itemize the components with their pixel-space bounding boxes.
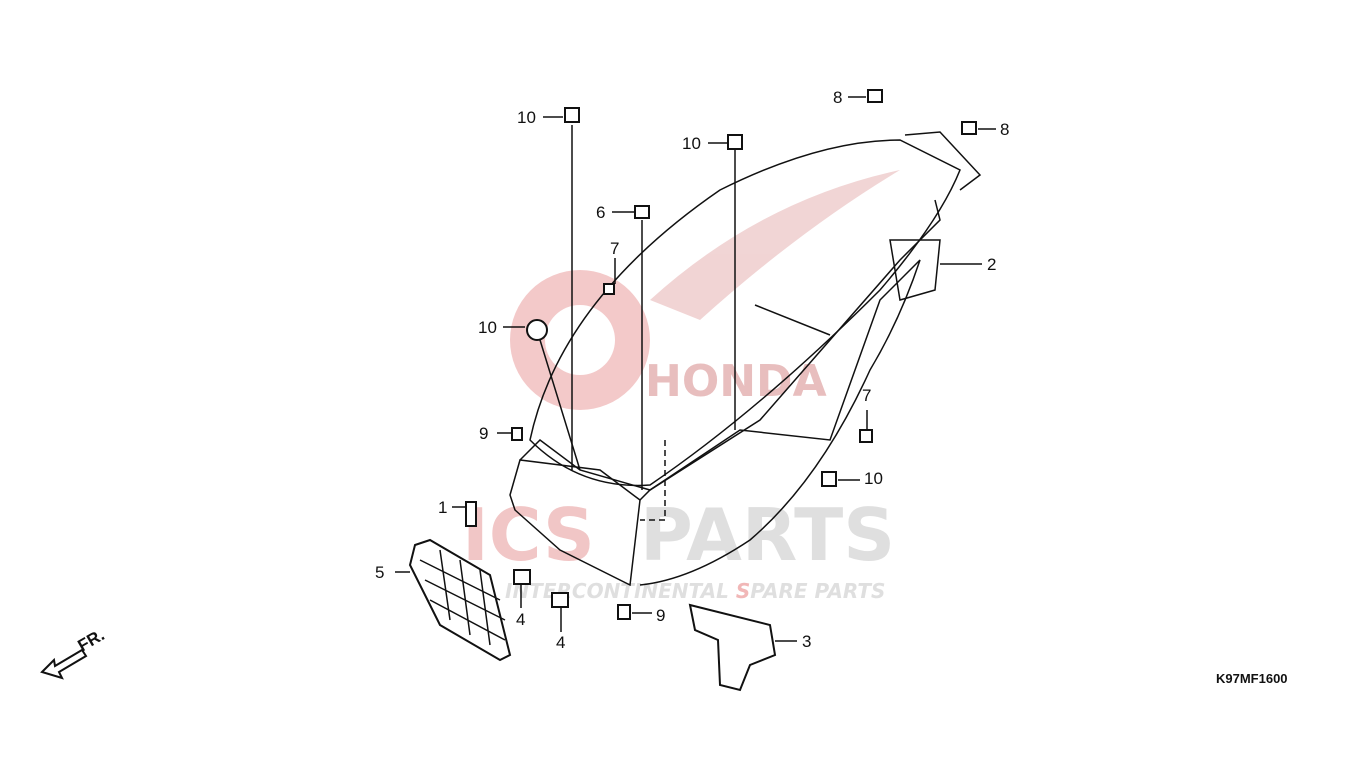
callout-label[interactable]: 4 — [516, 610, 525, 629]
callout-label[interactable]: 8 — [1000, 120, 1009, 139]
spring-nut-icon — [617, 604, 631, 620]
watermark-name-left: ICS — [462, 493, 595, 577]
callout-label[interactable]: 1 — [438, 498, 447, 517]
callout-label[interactable]: 2 — [987, 255, 996, 274]
callout-labels: 10 10 8 8 6 7 2 10 9 7 10 1 5 4 4 9 3 — [375, 88, 1009, 652]
nut-icon — [867, 89, 883, 103]
grommet-icon — [526, 319, 548, 341]
callout-label[interactable]: 8 — [833, 88, 842, 107]
bolt-icon — [634, 205, 650, 219]
callout-label[interactable]: 10 — [517, 108, 536, 127]
callout-label[interactable]: 9 — [656, 606, 665, 625]
callout-label[interactable]: 6 — [596, 203, 605, 222]
watermark-name-right: PARTS — [640, 493, 895, 577]
callout-label[interactable]: 7 — [862, 386, 871, 405]
callout-label[interactable]: 5 — [375, 563, 384, 582]
spring-nut-icon — [511, 427, 523, 441]
nut-icon — [513, 569, 531, 585]
diagram-code: K97MF1600 — [1216, 671, 1288, 686]
callout-label[interactable]: 7 — [610, 239, 619, 258]
callout-label[interactable]: 10 — [682, 134, 701, 153]
honda-wing-logo — [650, 170, 900, 320]
luggage-box-part[interactable] — [509, 131, 982, 587]
callout-label[interactable]: 10 — [864, 469, 883, 488]
clip-icon — [564, 107, 580, 123]
nut-icon — [961, 121, 977, 135]
clip-icon — [821, 471, 837, 487]
nut-icon — [551, 592, 569, 608]
watermark-brand: HONDA — [645, 356, 827, 407]
leader-lines — [395, 96, 996, 642]
watermark: HONDA ICS PARTS INTERCONTINENTAL SPARE P… — [462, 170, 900, 603]
screw-icon — [603, 283, 615, 295]
clip-icon — [727, 134, 743, 150]
callout-label[interactable]: 9 — [479, 424, 488, 443]
callout-label[interactable]: 4 — [556, 633, 565, 652]
bolt-icon — [465, 501, 477, 527]
screw-icon — [859, 429, 873, 443]
grille-part[interactable] — [408, 538, 512, 662]
callout-label[interactable]: 10 — [478, 318, 497, 337]
fasteners — [465, 89, 977, 620]
callout-label[interactable]: 3 — [802, 632, 811, 651]
bracket-part[interactable] — [688, 603, 777, 692]
front-direction-arrow-icon: FR. — [40, 625, 108, 680]
